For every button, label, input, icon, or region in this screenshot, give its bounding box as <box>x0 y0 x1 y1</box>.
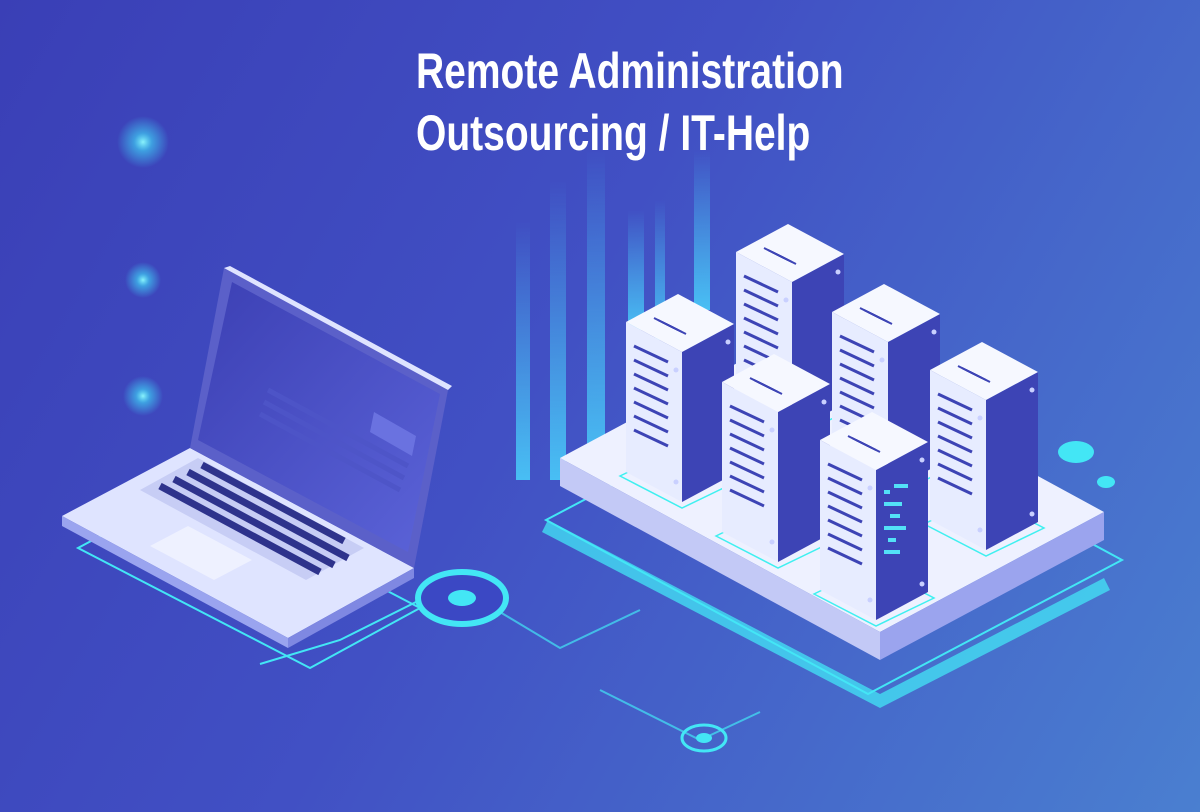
server-tower-icon <box>812 412 936 627</box>
network-node-icon <box>415 569 728 753</box>
glow-dot <box>123 376 163 416</box>
server-tower-icon <box>618 294 742 509</box>
laptop-icon <box>62 266 452 648</box>
glow-dot <box>117 116 169 168</box>
server-tower-icon <box>714 354 838 569</box>
accent-dot <box>1058 441 1094 463</box>
server-rack-group <box>618 224 1046 627</box>
server-tower-icon <box>922 342 1046 557</box>
page-title: Remote Administration Outsourcing / IT-H… <box>416 40 844 164</box>
title-line-2: Outsourcing / IT-Help <box>416 105 811 161</box>
server-display <box>884 484 908 554</box>
glow-dot <box>125 262 161 298</box>
title-line-1: Remote Administration <box>416 43 844 99</box>
data-beams <box>516 150 710 480</box>
accent-dot <box>1097 476 1115 488</box>
